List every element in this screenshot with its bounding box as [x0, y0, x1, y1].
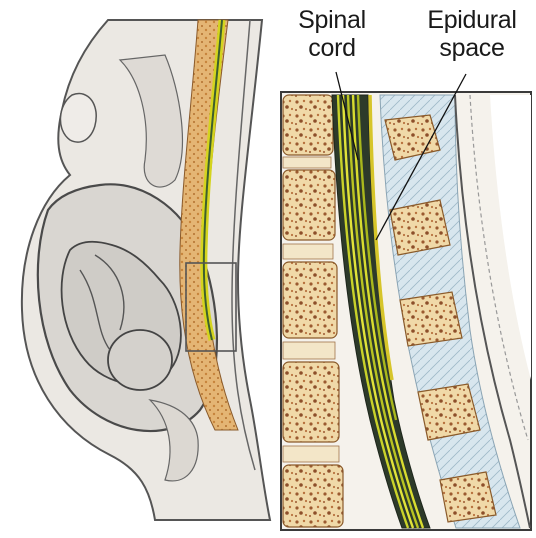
label-epidural-space: Epidural space	[416, 6, 528, 62]
breast	[60, 94, 96, 143]
magnified-inset	[281, 92, 531, 530]
label-spinal-cord: Spinal cord	[292, 6, 372, 62]
fetus-head	[108, 330, 172, 390]
body-cross-section	[22, 20, 270, 520]
